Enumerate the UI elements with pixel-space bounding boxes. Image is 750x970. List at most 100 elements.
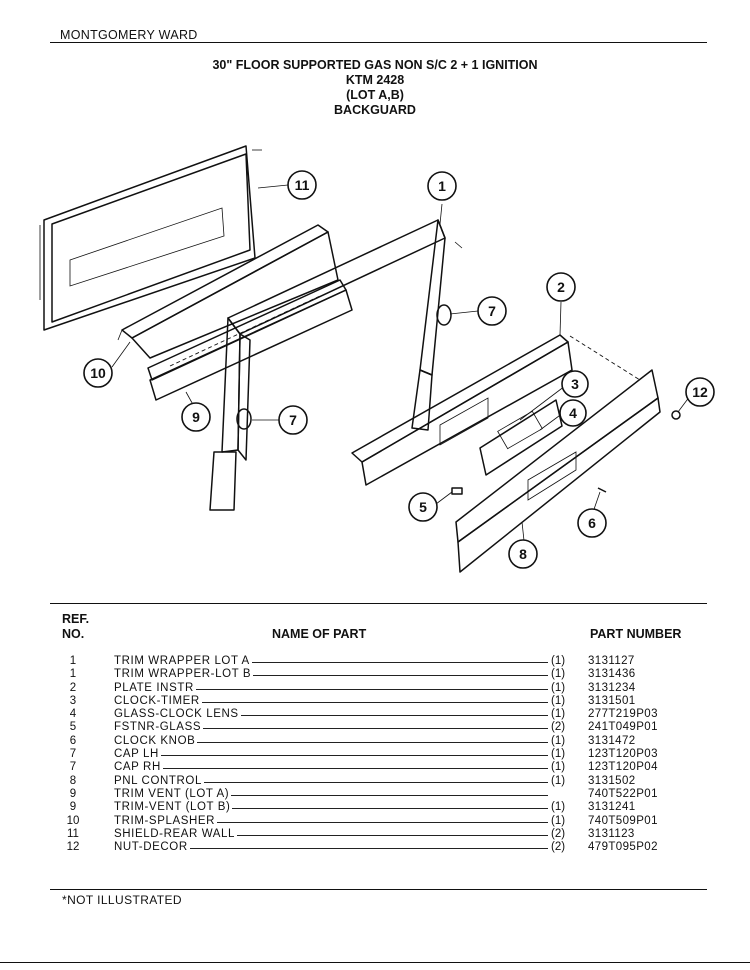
part-quantity: (1) [551,681,566,694]
leader-line [114,662,548,663]
part-name: TRIM-VENT (LOT B) [114,801,233,815]
part-ref-number: 9 [69,801,77,814]
svg-text:6: 6 [588,515,596,531]
part-quantity: (1) [551,814,566,827]
part-ref-number: 5 [69,721,77,734]
part-number: 3131472 [588,734,636,747]
part-name: TRIM WRAPPER-LOT B [114,668,254,682]
part-number: 3131127 [588,655,635,667]
part-name: PNL CONTROL [114,774,204,788]
leader-line [114,781,548,783]
part-number-header: PART NUMBER [590,627,682,641]
part-number: 3131436 [588,668,636,681]
part-ref-number: 6 [69,734,77,747]
callout-7-lh: 7 [278,405,308,435]
leader-line [114,834,548,836]
part-number: 740T509P01 [588,814,658,827]
part-name: TRIM-SPLASHER [114,814,218,828]
title-line-2: KTM 2428 [345,73,405,87]
leader-lines [111,184,691,551]
part-number: 740T522P01 [588,787,658,800]
clock-knob-drawing [597,487,607,493]
part-name: CLOCK-TIMER [114,694,202,709]
part-name: GLASS-CLOCK LENS [114,708,241,722]
part-quantity: (2) [551,827,566,840]
leader-line [114,794,548,796]
part-ref-number: 1 [69,668,77,681]
part-number: 241T049P01 [588,721,658,734]
footer-note: *NOT ILLUSTRATED [62,893,182,907]
leader-line [114,848,548,850]
leader-line [114,701,548,703]
svg-text:4: 4 [569,405,577,421]
callout-12: 12 [685,377,715,407]
part-number: 3131241 [588,801,636,814]
trim-vent-drawing [147,279,353,401]
part-quantity: (1) [551,694,566,707]
part-ref-number: 11 [67,827,79,840]
leader-line [114,675,548,677]
part-quantity: (1) [551,761,566,774]
callout-4: 4 [559,399,587,427]
svg-text:2: 2 [557,279,565,295]
trim-splasher-drawing [117,224,339,359]
exploded-parts-diagram: 11 1 7 2 10 3 12 9 7 4 5 6 8 [39,145,715,573]
parts-table-row: 9 TRIM-VENT (LOT B) (1) 3131241 [0,801,750,815]
document-title: 30" FLOOR SUPPORTED GAS NON S/C 2 + 1 IG… [0,58,750,118]
panel-control-drawing [455,335,661,573]
part-name: TRIM WRAPPER LOT A [114,655,252,669]
name-of-part-header: NAME OF PART [272,627,367,641]
leader-line [114,821,548,823]
part-ref-number: 9 [69,787,77,800]
part-quantity: (1) [551,748,566,761]
part-name: PLATE INSTR [114,681,196,695]
clock-timer-drawing [479,399,563,476]
table-bottom-rule [50,889,707,891]
part-name: SHIELD-REAR WALL [114,827,238,842]
callout-3: 3 [561,370,589,398]
callout-10: 10 [83,358,113,388]
shield-rear-wall-drawing [39,145,262,331]
cap-lh-drawing [236,408,252,430]
part-number: 123T120P04 [588,761,658,774]
svg-text:11: 11 [295,177,310,193]
part-quantity: (1) [551,655,566,667]
svg-text:9: 9 [192,409,200,425]
no-header-label: NO. [62,627,85,641]
ref-no-header: REF. NO. [62,612,89,642]
part-ref-number: 10 [66,814,80,827]
leader-line [114,688,548,690]
part-name: NUT-DECOR [114,841,190,855]
part-number: 277T219P03 [588,708,658,721]
part-ref-number: 2 [69,681,77,694]
svg-text:10: 10 [90,365,106,381]
header-rule [50,42,707,44]
title-line-4: BACKGUARD [334,103,416,117]
part-number: 3131502 [588,774,636,787]
part-ref-number: 3 [69,694,77,707]
svg-text:1: 1 [438,178,446,194]
trim-wrapper-drawing [209,219,463,511]
part-quantity: (2) [551,841,566,854]
part-quantity: (1) [551,801,566,814]
svg-text:7: 7 [289,412,297,428]
part-quantity: (1) [551,734,566,747]
part-name: CLOCK KNOB [114,734,198,749]
part-ref-number: 8 [69,774,77,787]
leader-line [114,728,548,730]
callout-5: 5 [408,492,438,522]
part-ref-number: 7 [69,748,77,761]
callout-9: 9 [181,402,211,432]
title-line-3: (LOT A,B) [346,88,404,102]
